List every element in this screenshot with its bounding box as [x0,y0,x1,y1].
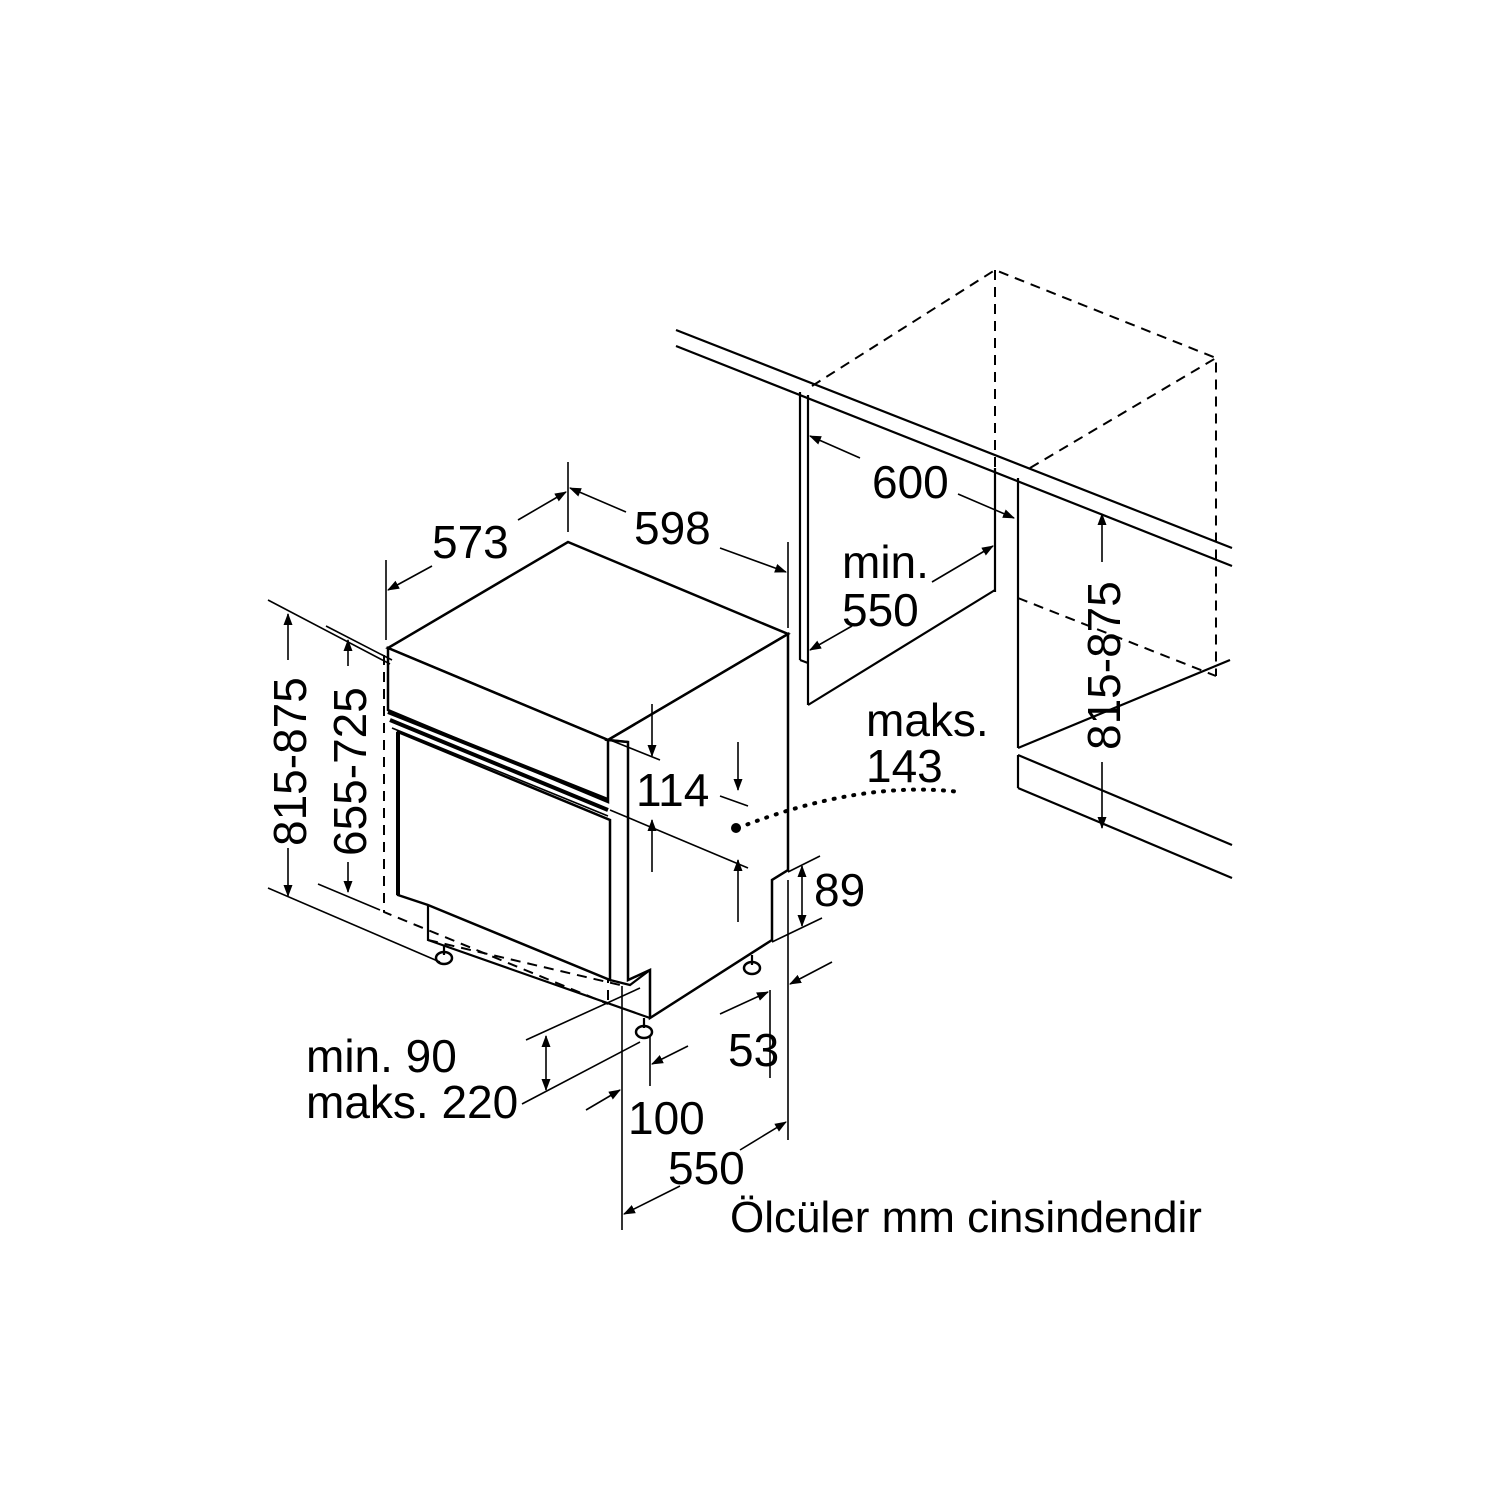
footnote-units: Ölcüler mm cinsindendir [730,1193,1202,1242]
label-maks-220: maks. 220 [306,1076,518,1128]
label-height-left: 815-875 [264,677,316,846]
dimension-labels: 573 598 600 min. 550 815-875 655-725 815… [264,456,1202,1242]
label-height-left2: 655-725 [324,687,376,856]
dimension-lines [267,435,1107,1230]
label-89: 89 [814,864,865,916]
label-niche-550: 550 [842,584,919,636]
label-598: 598 [634,502,711,554]
label-600: 600 [872,456,949,508]
label-maks-word: maks. [866,694,989,746]
label-53: 53 [728,1024,779,1076]
dishwasher-body [383,540,791,1040]
label-114: 114 [636,764,709,816]
label-min-90: min. 90 [306,1030,457,1082]
label-niche-min: min. [842,536,929,588]
kitchen-niche [675,268,1233,880]
label-height-right: 815-875 [1078,581,1130,750]
label-550: 550 [668,1142,745,1194]
label-100: 100 [628,1092,705,1144]
label-maks-143: 143 [866,740,943,792]
label-573: 573 [432,516,509,568]
